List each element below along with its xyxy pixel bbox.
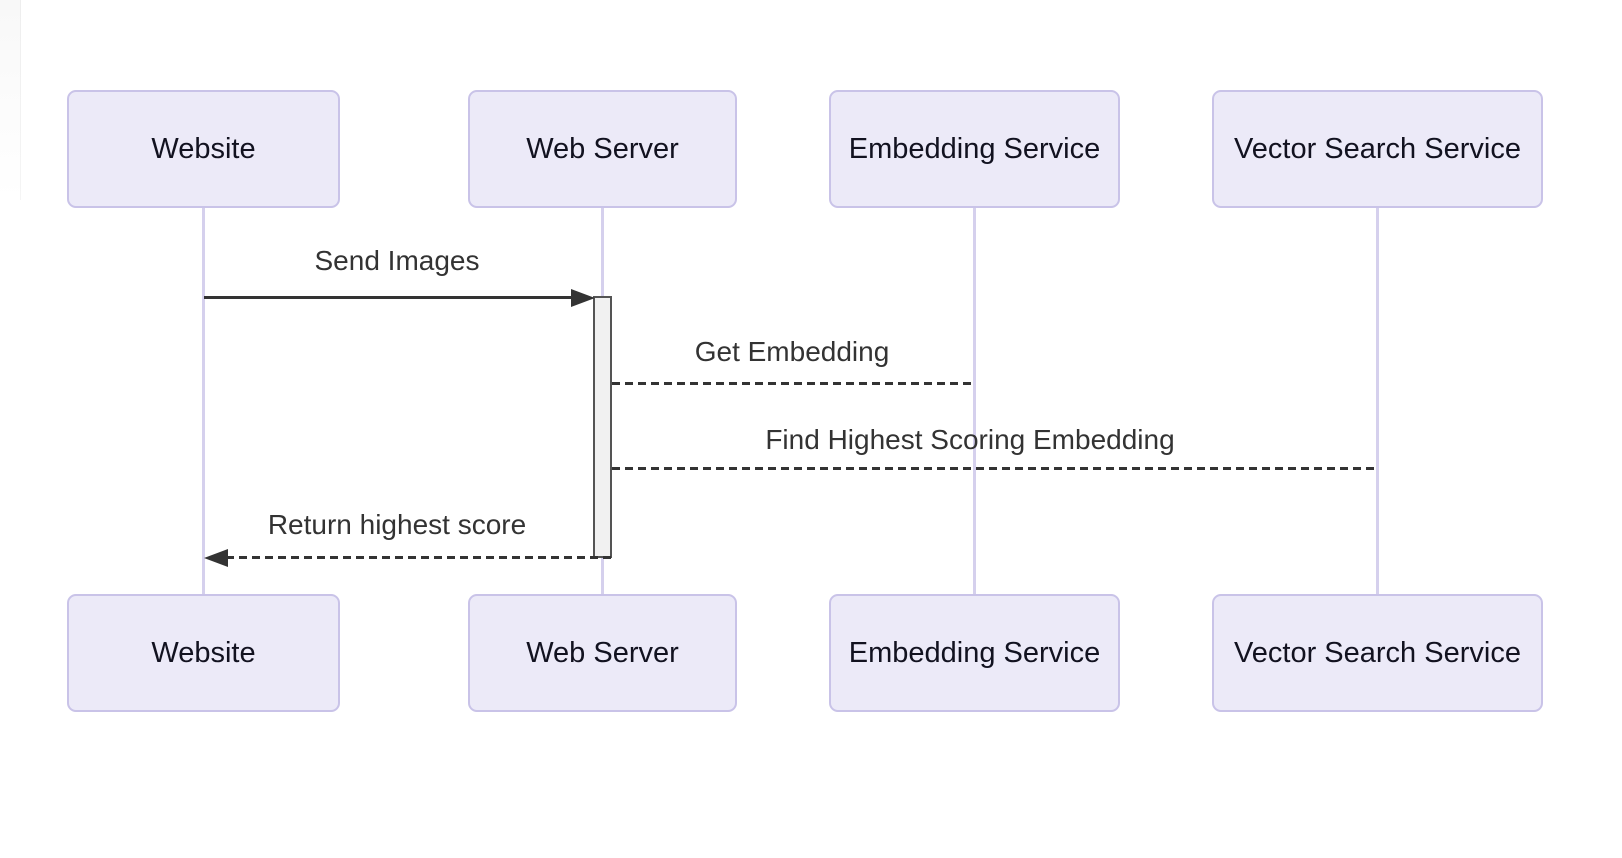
message-label-get-embedding: Get Embedding	[694, 336, 890, 367]
actor-top-website: Website	[67, 90, 340, 208]
actor-bottom-vector-search-service: Vector Search Service	[1212, 594, 1543, 712]
message-label-return-highest-score: Return highest score	[267, 509, 527, 540]
actor-top-web-server: Web Server	[468, 90, 737, 208]
actor-label: Vector Search Service	[1234, 132, 1521, 165]
message-line-return-highest-score	[226, 556, 612, 559]
arrowhead-right-icon	[571, 289, 595, 307]
actor-label: Website	[151, 636, 256, 669]
message-line-get-embedding	[612, 382, 974, 385]
arrowhead-left-icon	[204, 549, 228, 567]
lifeline-website	[202, 207, 205, 594]
lifeline-vector-search-service	[1376, 207, 1379, 594]
message-label-find-highest-scoring-embedding: Find Highest Scoring Embedding	[765, 424, 1175, 455]
actor-label: Web Server	[526, 636, 679, 669]
actor-label: Vector Search Service	[1234, 636, 1521, 669]
message-line-send-images	[204, 296, 575, 299]
actor-label: Embedding Service	[848, 636, 1101, 669]
actor-label: Embedding Service	[848, 132, 1101, 165]
activation-bar-web-server	[593, 296, 612, 558]
actor-bottom-embedding-service: Embedding Service	[829, 594, 1120, 712]
actor-bottom-web-server: Web Server	[468, 594, 737, 712]
actor-top-vector-search-service: Vector Search Service	[1212, 90, 1543, 208]
actor-top-embedding-service: Embedding Service	[829, 90, 1120, 208]
window-edge-artifact	[0, 0, 21, 200]
message-line-find-highest-scoring-embedding	[612, 467, 1377, 470]
actor-bottom-website: Website	[67, 594, 340, 712]
lifeline-embedding-service	[973, 207, 976, 594]
actor-label: Website	[151, 132, 256, 165]
message-label-send-images: Send Images	[314, 245, 480, 276]
actor-label: Web Server	[526, 132, 679, 165]
